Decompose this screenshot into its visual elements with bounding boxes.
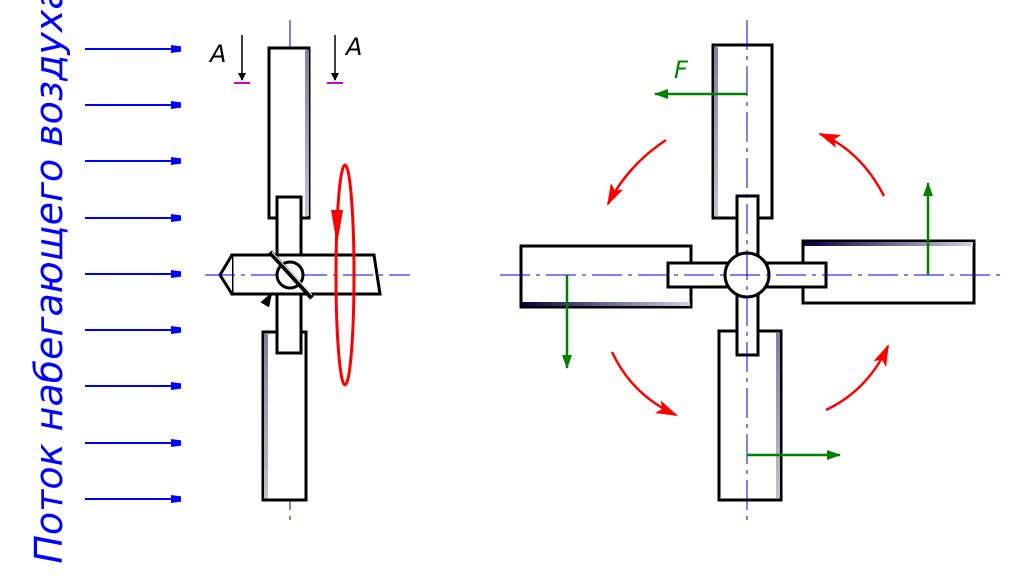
bottom-blade bbox=[717, 329, 783, 502]
upper-blade bbox=[267, 46, 311, 220]
left-blade bbox=[519, 244, 693, 309]
force-arrows bbox=[562, 89, 933, 460]
section-marks bbox=[234, 35, 343, 84]
rotation-arrows bbox=[606, 132, 890, 417]
top-blade bbox=[711, 43, 774, 220]
front-view bbox=[500, 20, 1000, 525]
rotation-ellipse bbox=[331, 163, 356, 387]
lower-shaft bbox=[275, 291, 303, 355]
airflow-arrows bbox=[85, 49, 180, 499]
upper-shaft bbox=[275, 195, 303, 259]
section-label-right: A bbox=[344, 33, 362, 61]
lower-blade bbox=[261, 330, 308, 502]
right-blade bbox=[801, 239, 976, 305]
section-label-left: A bbox=[208, 40, 226, 68]
side-view bbox=[205, 20, 410, 525]
force-label: F bbox=[674, 56, 689, 84]
airflow-label: Поток набегающего воздуха bbox=[27, 0, 71, 564]
